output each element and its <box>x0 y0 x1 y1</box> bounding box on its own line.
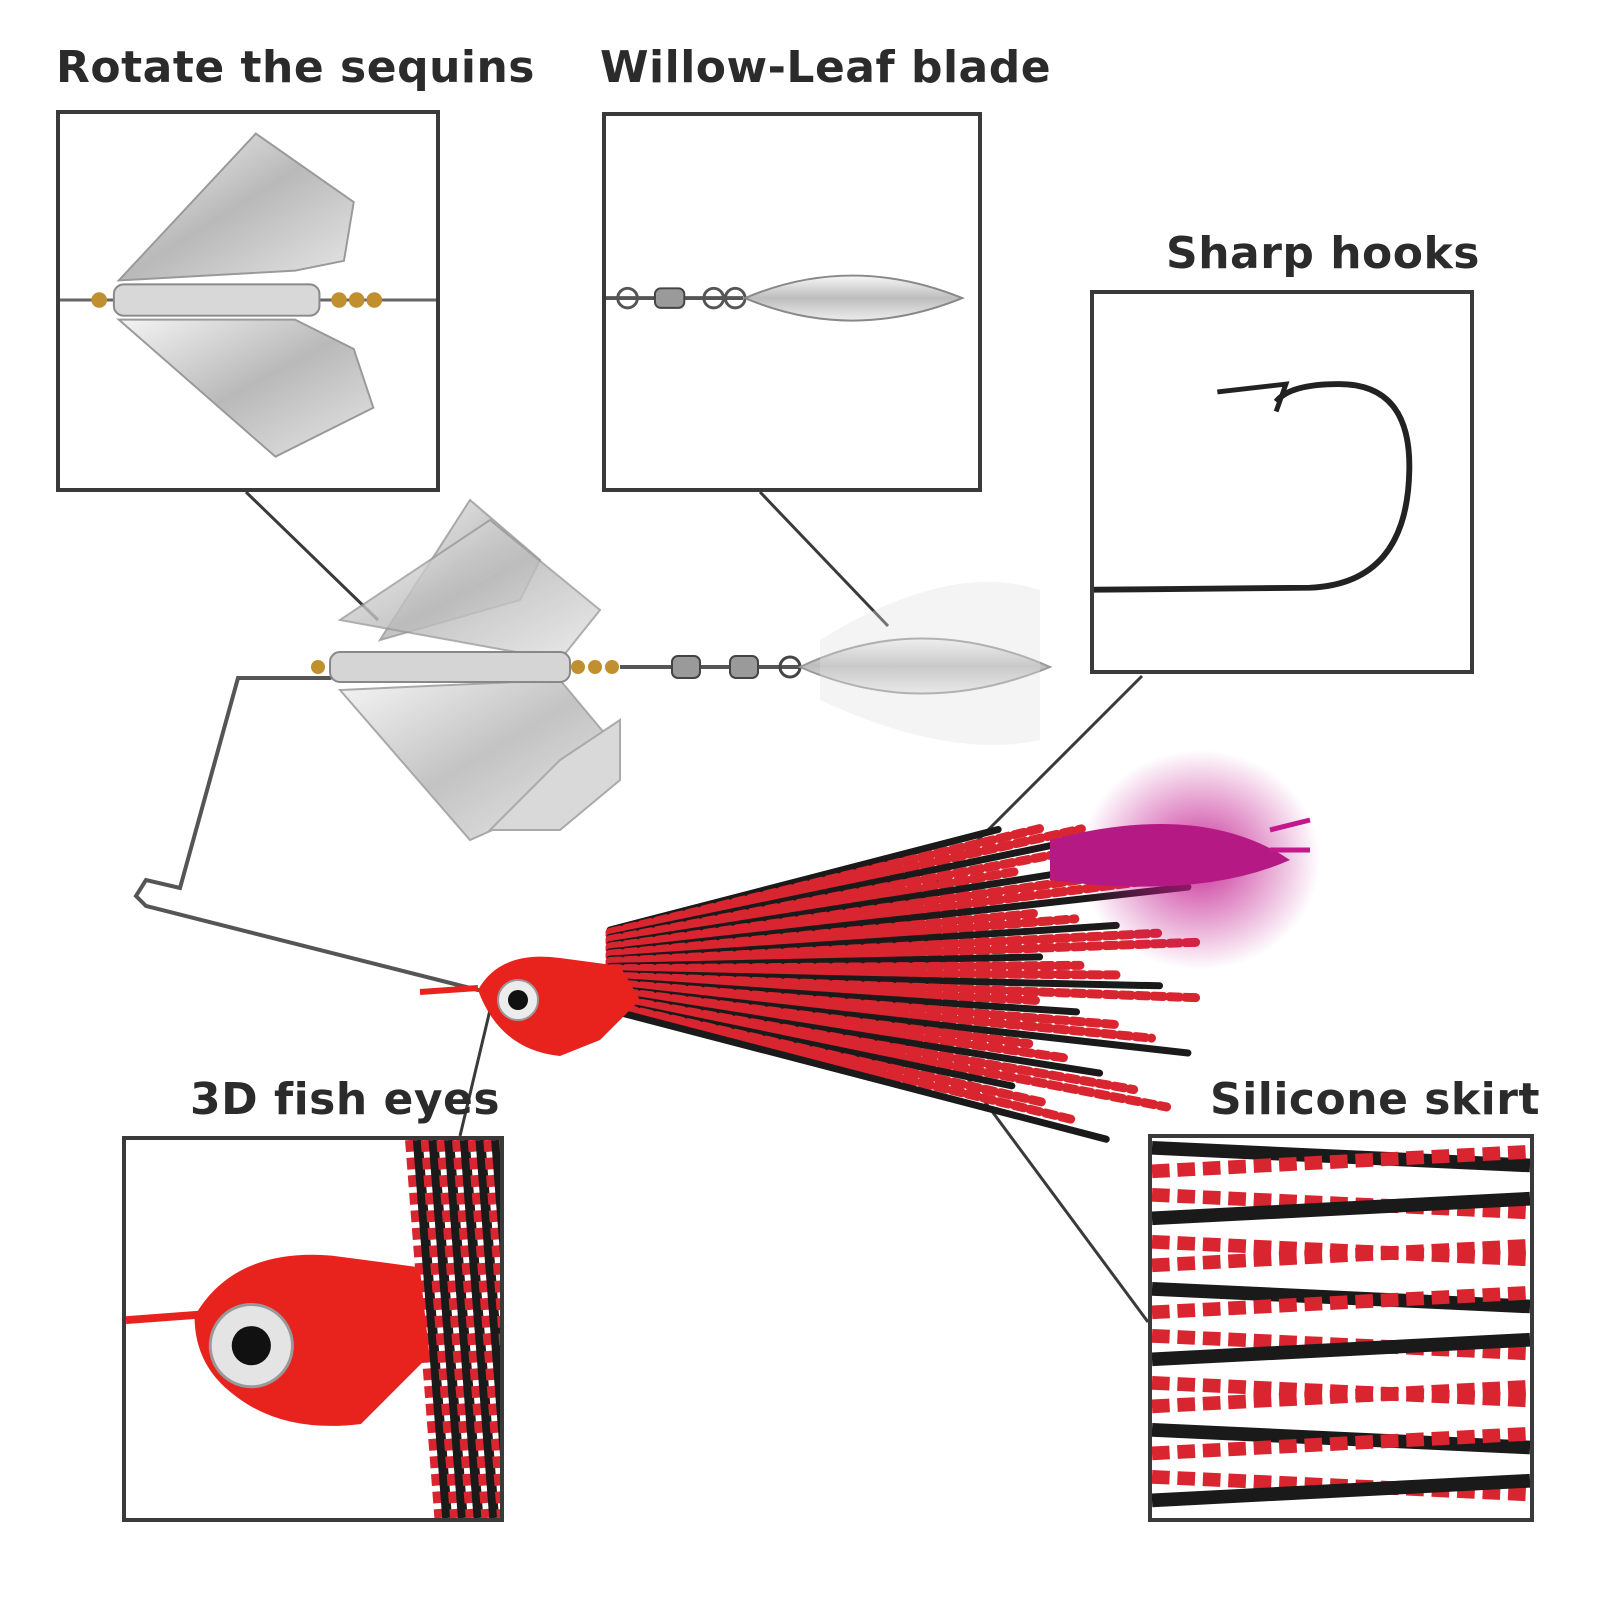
skirt-strand <box>475 1140 500 1456</box>
label-sharp-hooks: Sharp hooks <box>1166 228 1480 279</box>
skirt-strand <box>444 1140 484 1518</box>
label-willow-leaf-blade: Willow-Leaf blade <box>600 42 1052 93</box>
skirt-strand <box>605 824 1086 940</box>
skirt-strand <box>412 1140 453 1518</box>
jig-head <box>419 956 640 1056</box>
silicone-skirt <box>605 824 1204 1143</box>
pink-trailer <box>1050 750 1320 970</box>
skirt-strand <box>605 1003 1081 1125</box>
skirt-strand <box>605 937 1204 969</box>
skirt-strand <box>436 1140 476 1518</box>
eyes-detail-box <box>122 1136 504 1522</box>
skirt-strand <box>605 981 1157 1043</box>
skirt-strand <box>420 1140 460 1518</box>
skirt-strand <box>605 876 1151 954</box>
skirt-strand <box>1152 1191 1530 1226</box>
skirt-strand <box>405 1140 445 1518</box>
skirt-strand <box>1152 1144 1530 1179</box>
skirt-strand <box>467 1140 500 1518</box>
skirt-strand <box>605 914 1080 962</box>
label-rotate-sequins: Rotate the sequins <box>56 42 535 93</box>
willow-detail-box <box>602 112 982 492</box>
skirt-strand <box>1152 1285 1530 1320</box>
skirt-strand <box>605 966 1125 980</box>
buzz-blade-closeup <box>60 132 436 458</box>
label-3d-fish-eyes: 3D fish eyes <box>190 1074 501 1125</box>
skirt-strand <box>1152 1332 1530 1367</box>
sequins-detail-box <box>56 110 440 492</box>
skirt-strand <box>459 1140 500 1518</box>
hooks-detail-box <box>1090 290 1474 674</box>
willow-blade <box>620 581 1053 745</box>
skirt-strand <box>605 995 1172 1112</box>
willow-blade-closeup <box>606 274 965 322</box>
skirt-strand <box>1152 1238 1530 1273</box>
skirt-strand <box>606 1006 1110 1143</box>
buzz-blade <box>311 498 621 842</box>
fish-eye-closeup <box>126 1140 500 1518</box>
hook-closeup <box>1094 381 1413 593</box>
wire-arm <box>133 676 480 992</box>
skirt-strand <box>483 1140 500 1355</box>
skirt-detail-box <box>1148 1134 1534 1522</box>
skirt-strand <box>605 988 1070 1063</box>
skirt-strand <box>1152 1426 1530 1461</box>
label-silicone-skirt: Silicone skirt <box>1210 1074 1540 1125</box>
skirt-strand <box>1152 1379 1530 1414</box>
skirt-closeup <box>1152 1140 1530 1508</box>
skirt-strand <box>428 1140 468 1518</box>
skirt-strand <box>1152 1473 1530 1508</box>
skirt-strand <box>452 1140 492 1518</box>
